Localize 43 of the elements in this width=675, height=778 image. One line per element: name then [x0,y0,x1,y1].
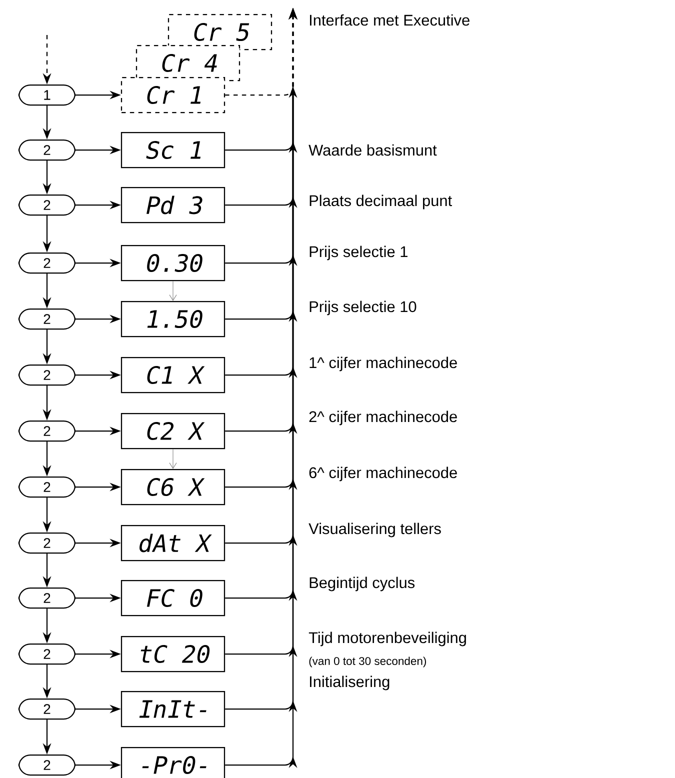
annotation-text: 2^ cijfer machinecode [309,410,457,426]
arrow [169,280,177,301]
display-box: C2 X [120,412,226,450]
annotation-text: Prijs selectie 10 [310,300,416,316]
display-box: tC 20 [120,636,226,672]
key-press-box: 2 [18,643,76,665]
annotation-text: Waarde basismunt [308,144,437,156]
display-box: FC 0 [120,580,226,616]
annotation-text: 6^ cijfer machinecode [309,466,457,482]
annotation-text: Visualisering tellers [308,522,441,538]
key-press-box: 2 [18,194,76,216]
key-press-box: 2 [18,476,76,498]
display-box: C6 X [120,468,226,506]
key-press-box: 2 [18,698,76,720]
key-press-box: 2 [18,420,76,442]
key-press-box: 1 [18,84,76,106]
annotation-text: Interface met Executive [310,14,470,26]
annotation-text: (van 0 tot 30 seconden) [309,656,426,668]
annotation-text: Begintijd cyclus [310,576,415,592]
key-press-box: 2 [18,364,76,386]
key-press-box: 2 [18,754,76,776]
annotation-text: Prijs selectie 1 [310,246,408,260]
annotation-text: Plaats decimaal punt [310,194,452,210]
display-box: Cr 1 [120,76,226,114]
display-box: C1 X [120,356,226,394]
key-press-box: 2 [18,308,76,330]
display-box: 0.30 [120,244,226,282]
key-press-box: 2 [18,139,76,161]
annotation-text: 1^ cijfer machinecode [310,356,457,372]
key-press-box: 2 [18,532,76,554]
display-box: dAt X [120,524,226,562]
display-box: Cr 5 [168,14,272,50]
display-box: -Pr0- [120,746,226,778]
display-box: InIt- [120,690,226,728]
arrow [169,448,177,469]
key-press-box: 2 [18,252,76,274]
key-press-box: 2 [18,587,76,609]
display-box: 1.50 [120,300,226,338]
display-box: Cr 4 [136,44,240,82]
annotation-text: Tijd motorenbeveiliging [308,632,466,646]
annotation-text: Initialisering [310,676,390,690]
display-box: Sc 1 [120,132,226,168]
display-box: Pd 3 [120,186,226,224]
